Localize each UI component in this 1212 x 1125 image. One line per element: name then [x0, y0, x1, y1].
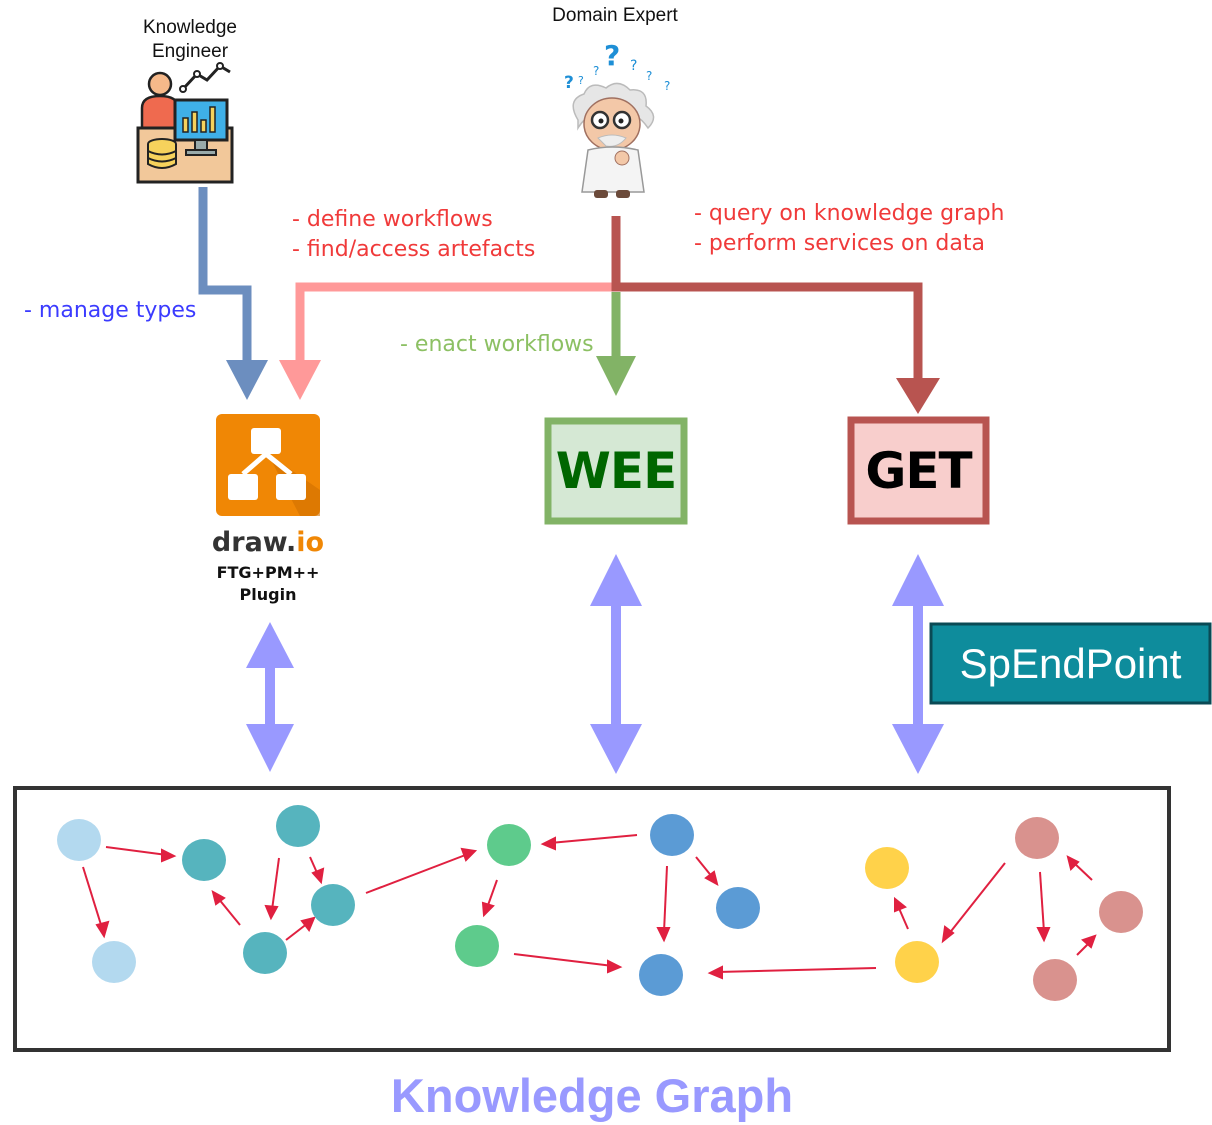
drawio-subtitle: FTG+PM++ Plugin — [198, 562, 338, 606]
spendpoint-label: SpEndPoint — [959, 640, 1182, 687]
svg-text:?: ? — [593, 64, 599, 78]
perform-services-text: - perform services on data — [694, 231, 985, 256]
wee-arrowhead — [596, 356, 636, 396]
graph-edges — [82, 834, 1097, 980]
manage-types-note: - manage types — [24, 298, 197, 323]
svg-text:?: ? — [604, 39, 620, 72]
define-workflows-note: - define workflows - find/access artefac… — [292, 205, 535, 265]
enact-workflows-note: - enact workflows — [400, 332, 594, 357]
define-arrowhead — [279, 360, 321, 400]
graph-nodes — [57, 805, 1143, 1001]
define-workflows-text: - define workflows — [292, 207, 493, 232]
engineer-to-drawio-arrow — [198, 187, 252, 362]
drawio-brand-suffix: io — [296, 527, 325, 558]
spendpoint-box[interactable] — [929, 622, 1212, 705]
knowledge-engineer-line1: Knowledge — [142, 17, 238, 38]
drawio-subtitle-line2: Plugin — [239, 585, 297, 604]
svg-text:?: ? — [630, 58, 637, 74]
drawio-subtitle-line1: FTG+PM++ — [216, 563, 320, 582]
knowledge-engineer-line2: Engineer — [151, 41, 229, 62]
wee-graph-bidirectional-arrow — [590, 554, 642, 774]
knowledge-graph-title: Knowledge Graph — [390, 1069, 794, 1122]
svg-text:?: ? — [578, 74, 584, 87]
wee-label: WEE — [555, 442, 677, 500]
find-access-artefacts-text: - find/access artefacts — [292, 237, 536, 262]
get-arrowhead — [896, 378, 940, 414]
drawio-graph-bidirectional-arrow — [246, 622, 294, 772]
expert-to-get-arrow — [611, 216, 923, 382]
expert-services-note: - query on knowledge graph - perform ser… — [694, 199, 1004, 259]
engineer-workstation-icon — [136, 62, 234, 184]
get-box[interactable] — [847, 416, 990, 525]
get-label: GET — [865, 442, 972, 500]
knowledge-graph-box — [13, 786, 1171, 1052]
svg-text:?: ? — [664, 79, 670, 93]
svg-text:?: ? — [564, 73, 574, 93]
domain-expert-label: Domain Expert — [552, 5, 678, 26]
svg-text:?: ? — [646, 69, 652, 83]
query-knowledge-graph-text: - query on knowledge graph — [694, 201, 1005, 226]
drawio-logo-icon — [216, 414, 320, 516]
engineer-arrowhead — [226, 360, 268, 400]
knowledge-engineer-label: Knowledge Engineer — [128, 16, 252, 64]
define-workflows-arrow — [295, 282, 616, 362]
drawio-brand-prefix: draw. — [211, 527, 297, 558]
get-graph-bidirectional-arrow — [892, 554, 944, 774]
confused-scientist-icon: ? ? ? ? ? ? ? — [564, 39, 670, 198]
drawio-brand: draw.io — [208, 527, 328, 559]
wee-box[interactable] — [544, 417, 688, 525]
